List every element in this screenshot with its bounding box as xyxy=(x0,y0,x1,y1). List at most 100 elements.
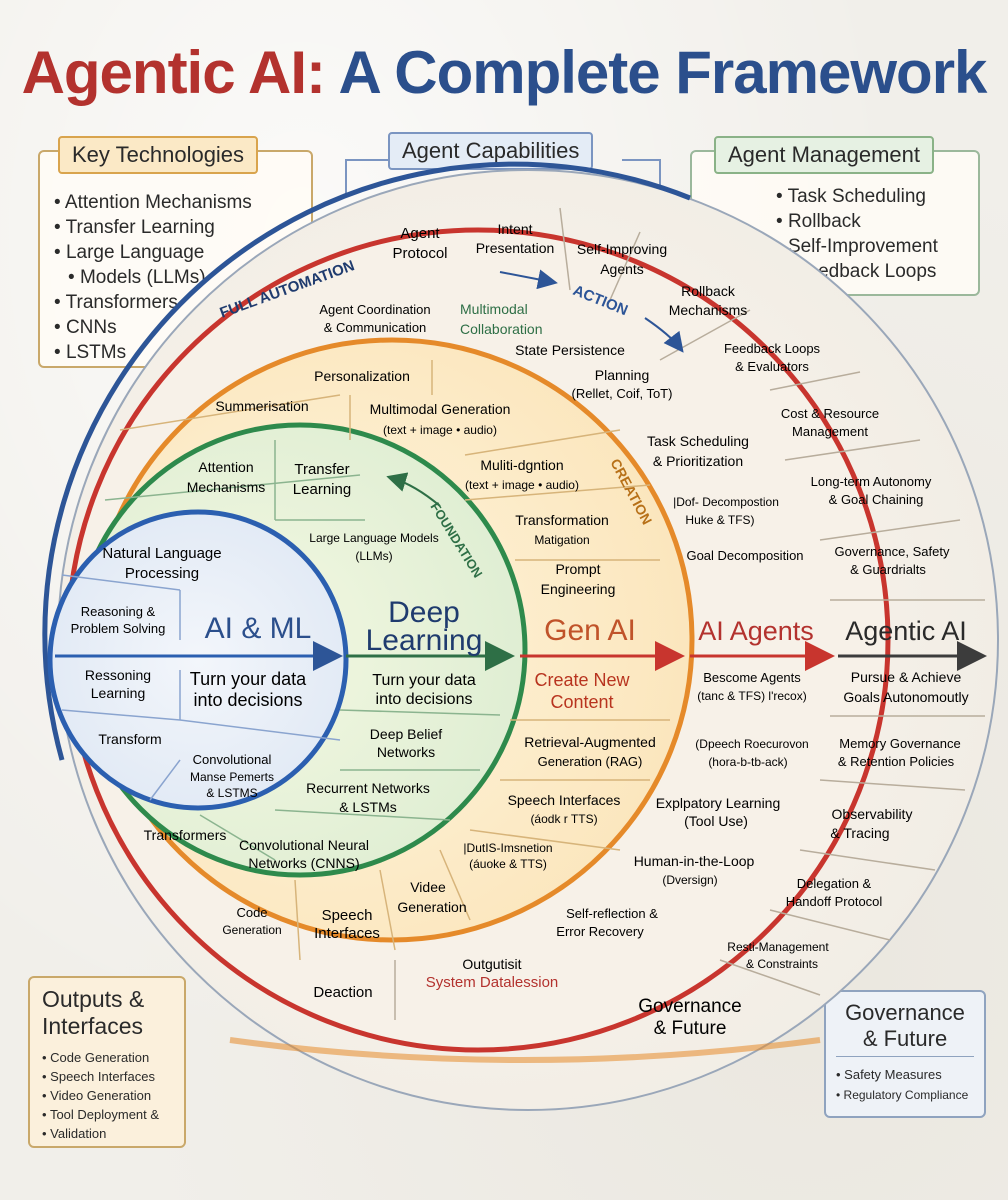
code-out-label-1: Code xyxy=(236,905,267,920)
foundation-arrow-icon xyxy=(386,472,441,507)
list-item: CNNs xyxy=(54,315,297,340)
dutis-label-2: (áuoke & TTS) xyxy=(469,857,547,871)
aiml-subtitle-2: into decisions xyxy=(193,690,302,710)
planning-label-2: (Rellet, Coif, ToT) xyxy=(572,386,673,401)
prompt-label-1: Prompt xyxy=(555,561,600,577)
self-improving-label-1: Self-Improving xyxy=(577,241,667,257)
planning-label-1: Planning xyxy=(595,367,650,383)
video-label-2: Generation xyxy=(397,899,466,915)
delegation-label-2: Handoff Protocol xyxy=(786,894,883,909)
deep-belief-label-2: Networks xyxy=(377,744,435,760)
observability-label-2: & Tracing xyxy=(830,825,889,841)
ai-ml-ring xyxy=(47,509,349,811)
ressoning-label-1: Ressoning xyxy=(85,667,151,683)
outputs-interfaces-box: Outputs & Interfaces Code Generation Spe… xyxy=(28,976,186,1148)
deep-belief-label-1: Deep Belief xyxy=(370,726,442,742)
llm-models-label-2: (LLMs) xyxy=(355,549,392,563)
governance-heading-line2: & Future xyxy=(836,1026,974,1057)
outputs-heading-line2: Interfaces xyxy=(42,1013,143,1039)
list-item: Safety Measures xyxy=(836,1065,974,1085)
governance-safety-label-1: Governance, Safety xyxy=(835,544,950,559)
resti-label-1: Resti-Management xyxy=(727,940,829,954)
rollback-label-1: Rollback xyxy=(681,283,736,299)
aiml-segment-lines xyxy=(61,574,341,801)
capabilities-bracket-right xyxy=(622,159,661,196)
conv-manse-label-2: Manse Pemerts xyxy=(190,770,274,784)
rag-label-1: Retrieval-Augmented xyxy=(524,734,656,750)
gen-ai-segment-lines xyxy=(119,360,670,961)
cnn-label-2: Networks (CNNS) xyxy=(248,855,359,871)
recurrent-label-1: Recurrent Networks xyxy=(306,780,430,796)
video-label-1: Videe xyxy=(410,879,446,895)
transfer-label-2: Learning xyxy=(293,481,351,498)
outgutisit-label-1: Outgutisit xyxy=(462,956,521,972)
transform-label: Transform xyxy=(98,731,161,747)
agentic-ai-subtitle-1: Pursue & Achieve xyxy=(851,669,962,685)
list-item: Validation xyxy=(42,1124,172,1143)
resti-label-2: & Constraints xyxy=(746,957,818,971)
multimodal-collab-label-2: Collaboration xyxy=(460,321,543,337)
reasoning-label-1: Reasoning & xyxy=(81,604,156,619)
speech-out-label-2: Interfaces xyxy=(314,925,380,942)
outgutisit-label-2: System Datalession xyxy=(426,974,559,991)
list-item: Transformers xyxy=(54,290,297,315)
rollback-label-2: Mechanisms xyxy=(669,302,748,318)
ressoning-label-2: Learning xyxy=(91,685,146,701)
list-item: Video Generation xyxy=(42,1086,172,1105)
list-item: Large Language xyxy=(54,240,297,265)
transformers-inner-label: Transformers xyxy=(144,827,227,843)
opeech-label-2: (hora-b-tb-ack) xyxy=(708,755,787,769)
observability-label-1: Observability xyxy=(832,806,913,822)
state-label: State Persistence xyxy=(515,342,625,358)
outer-segment-lines xyxy=(394,207,985,1020)
list-item: Transfer Learning xyxy=(54,215,297,240)
gov-future-ring-label-2: & Future xyxy=(654,1018,727,1039)
list-item: Models (LLMs) xyxy=(54,265,297,290)
nlp-label-1: Natural Language xyxy=(102,545,221,562)
goal-decomp-label: Goal Decomposition xyxy=(686,548,803,563)
list-item: LSTMs xyxy=(54,340,297,365)
reasoning-label-2: Problem Solving xyxy=(71,621,166,636)
self-reflection-label-1: Self-reflection & xyxy=(566,906,658,921)
list-item: Task Scheduling xyxy=(776,184,964,209)
muliti-label-1: Muliti-dgntion xyxy=(480,457,563,473)
task-sched-label-1: Task Scheduling xyxy=(647,433,749,449)
key-technologies-list: Attention Mechanisms Transfer Learning L… xyxy=(54,190,297,365)
list-item: Regulatory Compliance xyxy=(836,1085,974,1105)
intent-label-1: Intent xyxy=(497,221,532,237)
muliti-label-2: (text + image • audio) xyxy=(465,478,579,492)
dof-label-1: |Dof- Decompostion xyxy=(673,495,779,509)
feedback-label-2: & Evaluators xyxy=(735,359,809,374)
attention-label-1: Attention xyxy=(198,459,253,475)
agent-protocol-label-2: Protocol xyxy=(392,245,447,262)
list-item: Tool Deployment & xyxy=(42,1105,172,1124)
attention-label-2: Mechanisms xyxy=(187,479,266,495)
ai-agents-subtitle-2: (tanc & TFS) l'recox) xyxy=(697,689,806,703)
prompt-label-2: Engineering xyxy=(541,581,616,597)
governance-heading-line1: Governance xyxy=(845,1000,965,1025)
outputs-heading-line1: Outputs & xyxy=(42,986,145,1012)
self-reflection-label-2: Error Recovery xyxy=(556,924,644,939)
key-technologies-heading: Key Technologies xyxy=(58,136,259,174)
governance-list: Safety Measures Regulatory Compliance xyxy=(836,1065,974,1105)
dl-title-1: Deep xyxy=(388,596,460,629)
coordination-label-2: & Communication xyxy=(324,320,427,335)
delegation-label-1: Delegation & xyxy=(797,876,872,891)
summerisation-label: Summerisation xyxy=(215,398,308,414)
code-out-label-2: Generation xyxy=(222,923,281,937)
intent-label-2: Presentation xyxy=(476,240,555,256)
cost-label-1: Cost & Resource xyxy=(781,406,879,421)
list-item: Rollback xyxy=(776,209,964,234)
gov-future-ring-label-1: Governance xyxy=(638,996,742,1017)
list-item: Speech Interfaces xyxy=(42,1067,172,1086)
aiml-subtitle-1: Turn your data xyxy=(190,669,307,689)
agent-management-list: Task Scheduling Rollback Self-Improvemen… xyxy=(706,184,964,284)
cost-label-2: Management xyxy=(792,424,868,439)
ai-agents-title: AI Agents xyxy=(698,616,814,646)
long-term-label-1: Long-term Autonomy xyxy=(811,474,932,489)
coordination-label-1: Agent Coordination xyxy=(319,302,430,317)
dof-label-2: Huke & TFS) xyxy=(685,513,754,527)
conv-manse-label-1: Convolutional xyxy=(193,752,272,767)
exploratory-label-1: Explpatory Learning xyxy=(656,795,781,811)
